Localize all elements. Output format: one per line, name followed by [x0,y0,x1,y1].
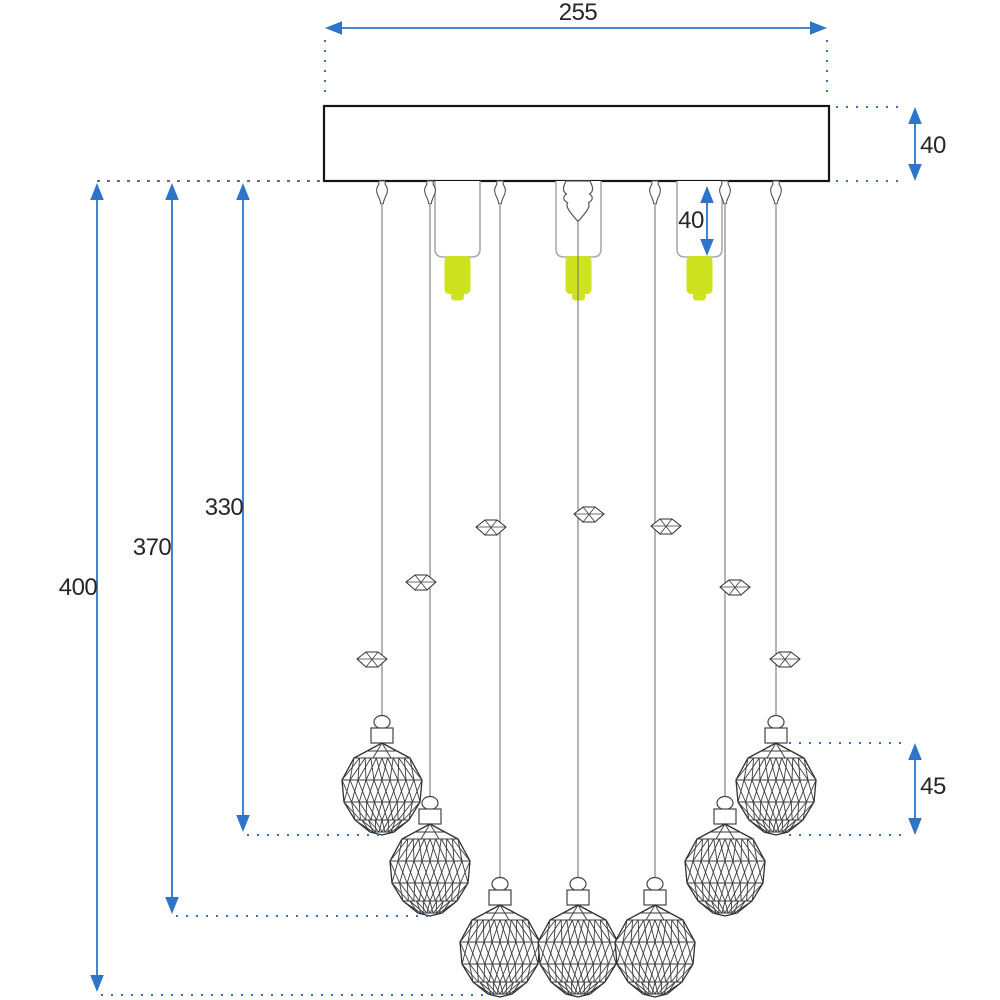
crystal-pendant [537,876,619,998]
dim-drop-total [90,183,104,992]
crystal-ball [389,823,471,917]
crystal-ball [684,823,766,917]
pendant-cap [488,889,512,906]
dim-canopy-height [908,107,922,181]
dim-label-drop-mid: 370 [132,534,172,561]
arrowhead-icon [908,164,922,181]
arrowhead-icon [325,21,342,35]
crystal-pendant [341,714,423,836]
pendant-ring [767,714,785,730]
arrowhead-icon [908,743,922,760]
arrowhead-icon [700,239,714,256]
dim-drop-short [236,183,250,832]
pendant-ring [569,876,587,892]
arrowhead-icon [165,183,179,200]
pendant-ring [421,795,439,811]
crystal-ball [614,904,696,998]
dim-canopy-width [325,21,827,35]
dim-label-drop-short: 330 [204,494,244,521]
crystal-pendant [684,795,766,917]
wire-grip [424,180,436,205]
arrowhead-icon [236,183,250,200]
arrowhead-icon [90,183,104,200]
crystal-bead [650,518,682,535]
bulb [444,256,471,301]
dim-label-socket-length: 40 [678,207,704,234]
dim-crystal-ball-height [908,743,922,835]
crystal-bead [475,519,507,536]
arrowhead-icon [908,818,922,835]
pendant-cap [643,889,667,906]
crystal-ball [341,742,423,836]
dim-label-canopy-width: 255 [558,0,598,26]
arrowhead-icon [810,21,827,35]
wire-grip [649,180,661,205]
pendant-ring [491,876,509,892]
crystal-bead [356,651,388,668]
bulb [686,256,713,301]
arrowhead-icon [908,107,922,124]
dim-label-crystal-ball-height: 45 [920,773,946,800]
crystal-ball [459,904,541,998]
dim-label-canopy-height: 40 [920,132,946,159]
arrowhead-icon [700,186,714,203]
pendant-cap [566,889,590,906]
pendant-ring [373,714,391,730]
wire-grip [719,180,731,205]
dim-socket-length [700,186,714,256]
crystal-ball [537,904,619,998]
wire-grip [494,180,506,205]
crystal-pendant [459,876,541,998]
crystal-bead [405,574,437,591]
crystal-pendant [389,795,471,917]
crystal-pendant [735,714,817,836]
pendant-cap [370,727,394,744]
crystal-bead [769,651,801,668]
arrowhead-icon [90,975,104,992]
dim-label-drop-total: 400 [58,574,98,601]
crystal-pendant [614,876,696,998]
crystal-ball [735,742,817,836]
wire-grip [770,180,782,205]
arrowhead-icon [165,897,179,914]
bulb-socket [434,181,481,258]
ceiling-plate [322,104,831,183]
pendant-ring [716,795,734,811]
pendant-ring [646,876,664,892]
pendant-cap [764,727,788,744]
crystal-bead [573,506,605,523]
arrowhead-icon [236,815,250,832]
wire-grip [376,180,388,205]
pendant-cap [418,808,442,825]
dim-drop-mid [165,183,179,914]
crystal-bead [719,579,751,596]
pendant-cap [713,808,737,825]
